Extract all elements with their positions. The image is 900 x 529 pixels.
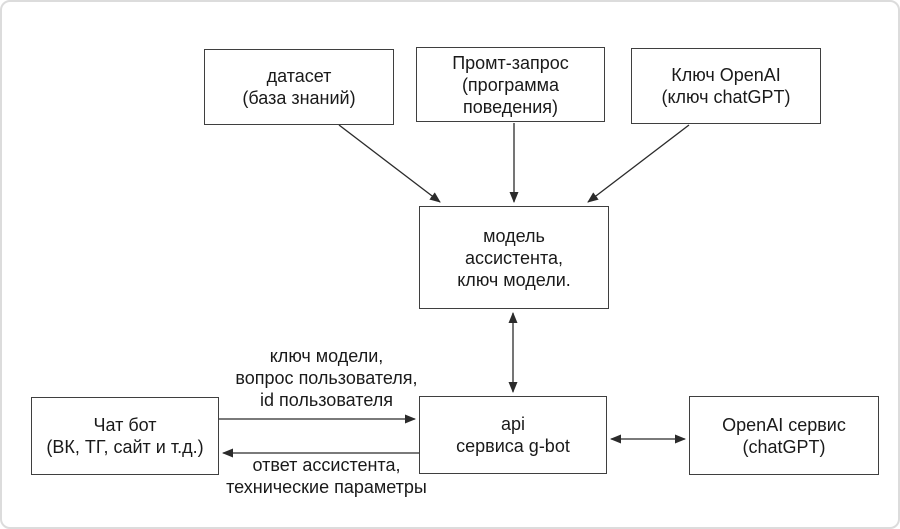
- node-label-line: (ключ chatGPT): [661, 87, 791, 107]
- node-label-line: сервиса g-bot: [456, 436, 570, 456]
- edge-label-line: ответ ассистента,: [252, 455, 401, 475]
- edge-label-request: ключ модели, вопрос пользователя, id пол…: [209, 345, 444, 411]
- node-label-line: датасет: [266, 66, 332, 86]
- node-label-line: ассистента,: [464, 247, 564, 268]
- node-chat-bot: Чат бот (ВК, ТГ, сайт и т.д.): [31, 397, 219, 475]
- edge-label-line: технические параметры: [226, 477, 427, 497]
- node-label-line: модель: [483, 225, 545, 246]
- node-label-line: ключ модели.: [457, 269, 571, 290]
- arrow-openai-key-to-model: [587, 124, 690, 203]
- edge-label-line: id пользователя: [260, 390, 393, 410]
- edge-label-line: вопрос пользователя,: [235, 368, 418, 388]
- node-label-line: (ВК, ТГ, сайт и т.д.): [46, 437, 204, 457]
- node-label-line: Чат бот: [93, 415, 157, 435]
- node-label-line: поведения): [463, 96, 558, 117]
- arrow-dataset-to-model: [338, 124, 441, 203]
- edge-label-line: ключ модели,: [269, 346, 384, 366]
- edge-label-response: ответ ассистента, технические параметры: [209, 454, 444, 498]
- node-label-line: OpenAI сервис: [722, 414, 846, 435]
- node-label-line: Ключ OpenAI: [671, 65, 781, 85]
- node-gbot-api: api сервиса g-bot: [419, 396, 607, 474]
- node-label-line: (база знаний): [242, 88, 356, 108]
- node-prompt-request: Промт-запрос (программа поведения): [416, 47, 605, 122]
- node-label-line: (программа: [461, 74, 560, 95]
- node-dataset: датасет (база знаний): [204, 49, 394, 125]
- node-assistant-model: модель ассистента, ключ модели.: [419, 206, 609, 309]
- node-openai-service: OpenAI сервис (chatGPT): [689, 396, 879, 475]
- node-label-line: (chatGPT): [742, 436, 826, 457]
- node-openai-key: Ключ OpenAI (ключ chatGPT): [631, 48, 821, 124]
- node-label-line: Промт-запрос: [452, 52, 569, 73]
- node-label-line: api: [500, 414, 526, 434]
